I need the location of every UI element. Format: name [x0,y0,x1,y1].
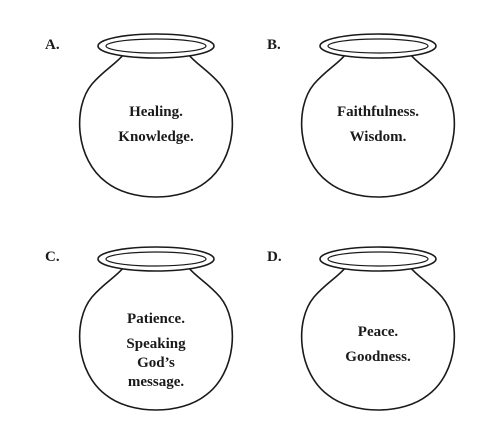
jar-d-gift-2: Goodness. [345,349,411,365]
jar-c-gift-1: Patience. [127,311,185,327]
jar-c-gift-2: Speaking God’s message. [126,336,186,390]
jar-a-gift-2: Knowledge. [118,129,194,145]
jar-b-gift-2: Wisdom. [349,129,407,145]
jar-d-icon [300,246,456,411]
jar-c-label: Patience. Speaking God’s message. [111,310,201,392]
option-b-letter: B. [267,37,281,53]
jar-b-label: Faithfulness. Wisdom. [308,103,448,147]
option-d-letter: D. [267,249,282,265]
jar-d-label: Peace. Goodness. [318,323,438,367]
jar-a-label: Healing. Knowledge. [96,103,216,147]
jar-b-gift-1: Faithfulness. [336,104,420,120]
option-c-letter: C. [45,249,60,265]
jar-d-gift-1: Peace. [357,324,399,340]
option-a-letter: A. [45,37,60,53]
jar-a-gift-1: Healing. [129,104,183,120]
jar-c-icon [78,246,234,411]
jar-b-icon [300,33,456,198]
jar-a-icon [78,33,234,198]
